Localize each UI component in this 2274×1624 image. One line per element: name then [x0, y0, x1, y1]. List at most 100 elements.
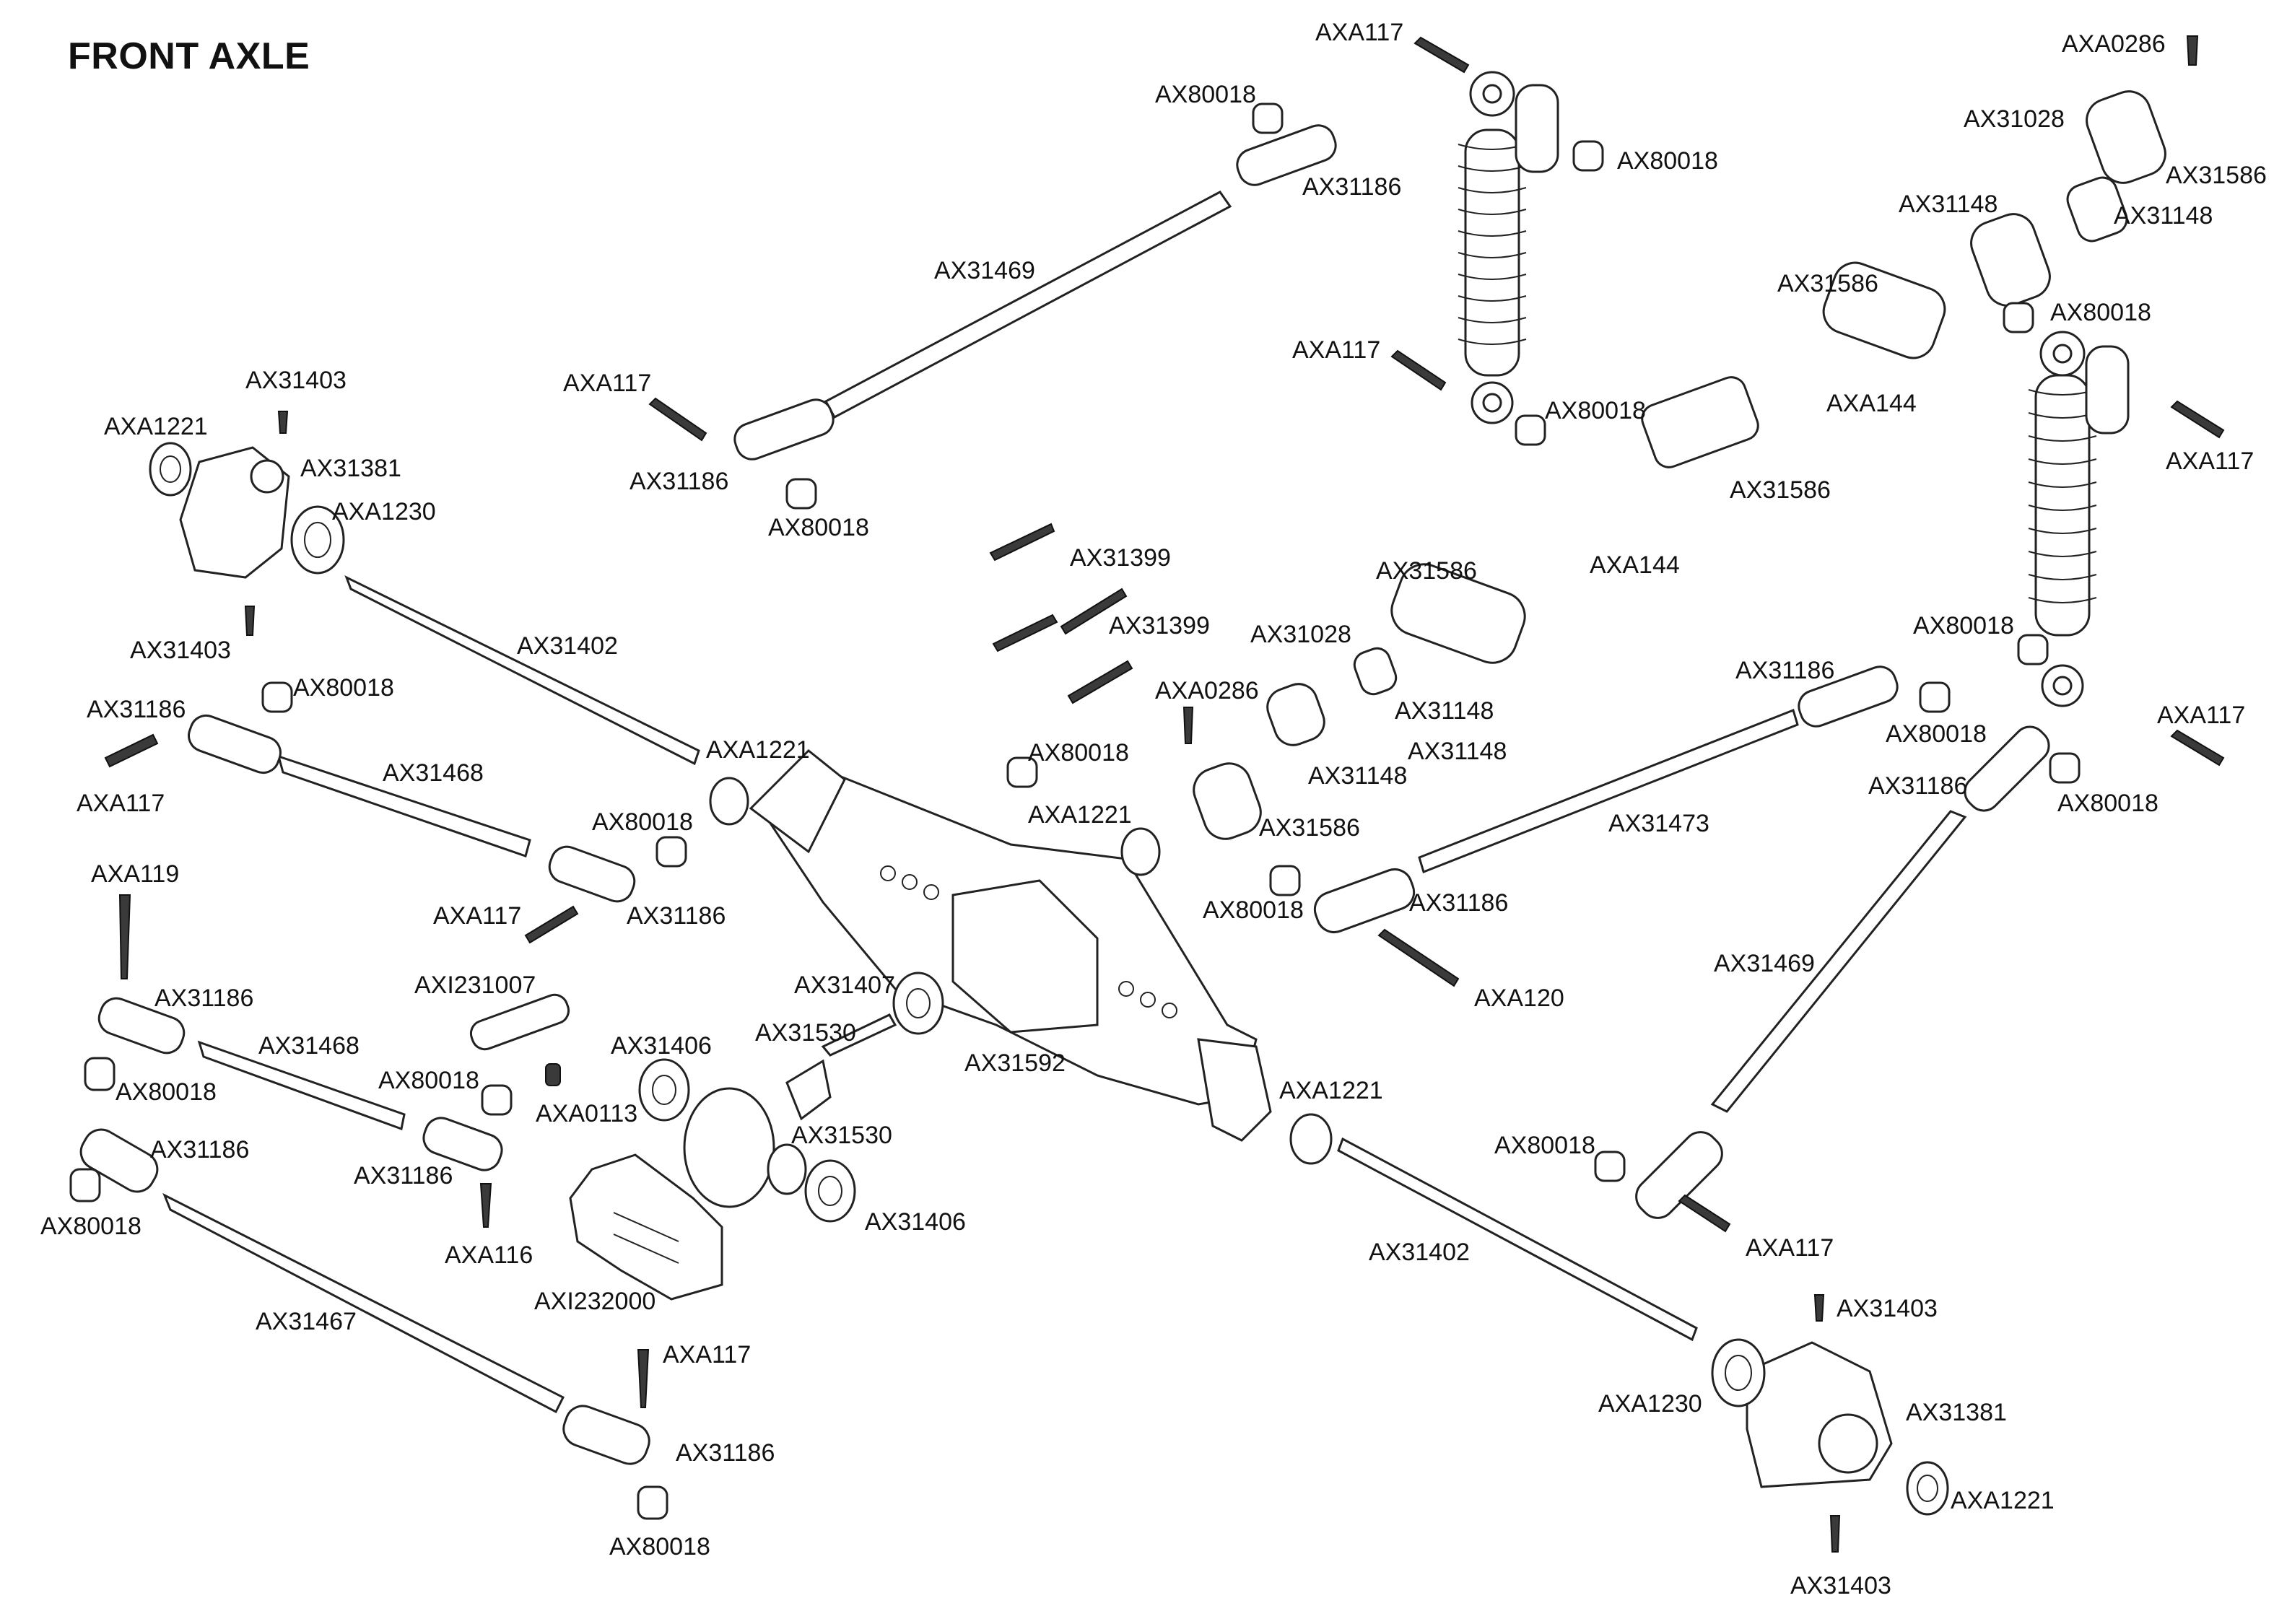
label-ax80018: AX80018 [768, 514, 869, 541]
label-axa1221: AXA1221 [1028, 801, 1132, 829]
label-ax31186: AX31186 [354, 1162, 453, 1189]
label-ax31186: AX31186 [630, 468, 729, 495]
label-axa117: AXA117 [77, 790, 165, 817]
label-ax31381: AX31381 [300, 455, 401, 482]
label-ax80018: AX80018 [1155, 81, 1256, 108]
label-ax80018: AX80018 [2057, 790, 2158, 817]
label-ax31186: AX31186 [87, 696, 186, 723]
bearings [149, 442, 1949, 1516]
label-axi231007: AXI231007 [414, 972, 536, 999]
rod-ax31469-lower [1710, 810, 1967, 1113]
label-ax31468: AX31468 [258, 1032, 360, 1060]
label-ax80018: AX80018 [609, 1533, 710, 1560]
label-ax31402: AX31402 [1369, 1239, 1470, 1266]
ring-gear-ax31530 [683, 1087, 807, 1208]
label-ax31399: AX31399 [1109, 612, 1210, 639]
label-axa117: AXA117 [1292, 336, 1381, 364]
label-ax31148: AX31148 [1308, 762, 1408, 790]
label-ax80018: AX80018 [1494, 1132, 1595, 1159]
label-axa117: AXA117 [563, 370, 652, 397]
label-axa1221: AXA1221 [104, 413, 208, 440]
label-ax31403: AX31403 [245, 367, 347, 394]
label-axa0113: AXA0113 [536, 1100, 638, 1127]
label-axa1221: AXA1221 [1951, 1487, 2055, 1514]
rod-ax31469-upper [824, 191, 1232, 419]
label-axa117: AXA117 [433, 902, 522, 930]
diff-cover-axi232000 [569, 1153, 723, 1301]
page-title: FRONT AXLE [68, 35, 310, 77]
label-ax31402: AX31402 [517, 632, 618, 660]
knuckle-ax31381-left [179, 446, 290, 579]
label-ax31530: AX31530 [791, 1122, 892, 1149]
shock-ax-upper [1458, 71, 1559, 424]
label-ax31469: AX31469 [934, 257, 1035, 284]
label-axa1230: AXA1230 [1598, 1390, 1702, 1418]
label-ax80018: AX80018 [293, 674, 394, 702]
label-axa117: AXA117 [663, 1341, 752, 1368]
label-ax80018: AX80018 [1203, 896, 1304, 924]
rod-ax31468-upper [276, 754, 531, 857]
label-ax31028: AX31028 [1250, 621, 1351, 648]
label-ax31186: AX31186 [1302, 173, 1402, 201]
label-ax31186: AX31186 [1409, 889, 1509, 917]
label-axa120: AXA120 [1474, 985, 1564, 1012]
label-ax80018: AX80018 [40, 1213, 141, 1240]
label-ax31403: AX31403 [130, 637, 231, 664]
label-ax31406: AX31406 [611, 1032, 712, 1060]
label-ax31186: AX31186 [627, 902, 726, 930]
label-ax31028: AX31028 [1964, 105, 2065, 133]
label-axa117: AXA117 [2157, 702, 2246, 729]
label-ax80018: AX80018 [1545, 397, 1646, 424]
label-ax31186: AX31186 [1868, 772, 1968, 800]
label-ax31586: AX31586 [1730, 476, 1831, 504]
label-ax31407: AX31407 [794, 972, 895, 999]
axle-housing-ax31592 [749, 748, 1272, 1142]
shock-ax-lower [2028, 331, 2130, 707]
label-axa1230: AXA1230 [332, 498, 436, 525]
label-axi232000: AXI232000 [534, 1288, 656, 1315]
label-ax31148: AX31148 [1899, 191, 1998, 218]
label-axa144: AXA144 [1826, 390, 1917, 417]
label-axa116: AXA116 [445, 1241, 533, 1269]
label-ax31381: AX31381 [1906, 1399, 2007, 1426]
label-axa144: AXA144 [1590, 551, 1680, 579]
knuckle-ax31381-right [1746, 1341, 1893, 1488]
label-ax80018: AX80018 [1886, 720, 1987, 748]
label-ax31186: AX31186 [154, 985, 254, 1012]
label-axa117: AXA117 [1746, 1234, 1834, 1262]
label-ax80018: AX80018 [116, 1078, 217, 1106]
label-axa1221: AXA1221 [1279, 1077, 1383, 1104]
label-ax31406: AX31406 [865, 1208, 966, 1236]
screws [104, 35, 2225, 1553]
label-ax31586: AX31586 [1259, 814, 1360, 842]
label-ax31592: AX31592 [964, 1049, 1066, 1077]
pivot-balls [69, 102, 2081, 1520]
label-axa117: AXA117 [1315, 19, 1404, 46]
label-ax31586: AX31586 [2166, 162, 2267, 189]
label-ax31186: AX31186 [150, 1136, 250, 1164]
link-rods [162, 191, 1967, 1414]
label-ax31467: AX31467 [256, 1308, 357, 1335]
shaft-ax31402-right [1337, 1137, 1698, 1342]
label-ax31468: AX31468 [383, 759, 484, 787]
label-ax31586: AX31586 [1376, 557, 1477, 585]
rod-ax31467 [162, 1192, 565, 1414]
label-axa0286: AXA0286 [1155, 677, 1259, 704]
label-ax31148: AX31148 [1395, 697, 1494, 725]
rod-ends [79, 124, 2050, 1465]
label-ax31148: AX31148 [2114, 202, 2213, 230]
label-ax31403: AX31403 [1790, 1572, 1891, 1599]
label-ax80018: AX80018 [1617, 147, 1718, 175]
label-axa1221: AXA1221 [706, 736, 810, 764]
label-ax31469: AX31469 [1714, 950, 1815, 977]
label-ax31186: AX31186 [676, 1439, 775, 1467]
label-axa117: AXA117 [2166, 448, 2255, 475]
label-ax80018: AX80018 [1028, 739, 1129, 767]
label-axa119: AXA119 [91, 860, 180, 888]
label-ax80018: AX80018 [2050, 299, 2151, 326]
label-ax31399: AX31399 [1070, 544, 1171, 572]
rod-ax31468-lower [197, 1040, 406, 1131]
pinion-ax31530 [785, 1013, 897, 1121]
label-ax31186: AX31186 [1735, 657, 1835, 684]
